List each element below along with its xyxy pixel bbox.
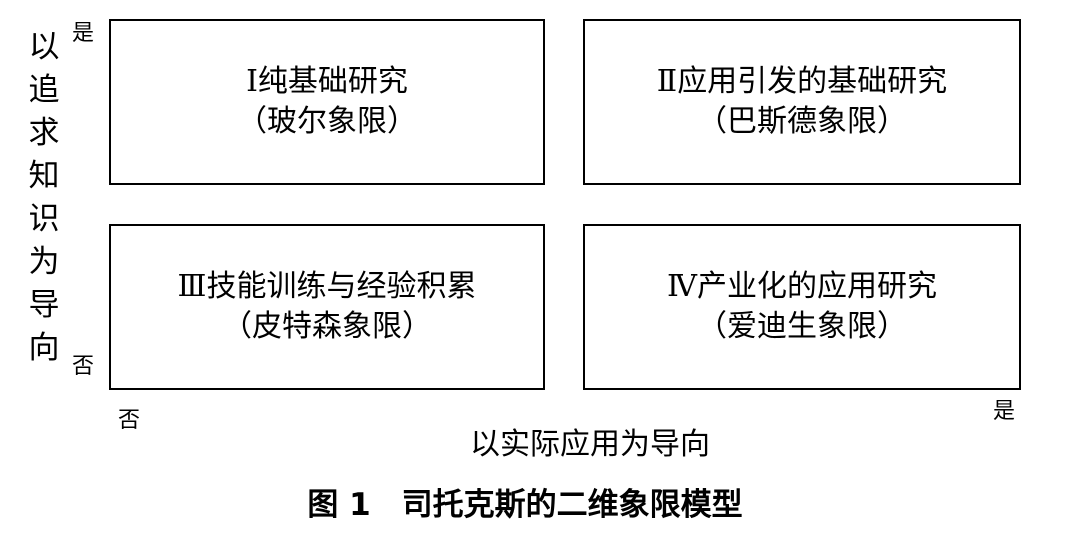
y-axis-top-label: 是 [72,21,95,46]
quadrant-industrial-applied-research: Ⅳ产业化的应用研究 （爱迪生象限） [583,224,1021,390]
figure-caption: 图 1 司托克斯的二维象限模型 [307,487,743,523]
quadrant-subtitle: （皮特森象限） [222,309,432,344]
quadrant-pure-basic-research: Ⅰ纯基础研究 （玻尔象限） [109,19,545,185]
quadrant-subtitle: （爱迪生象限） [697,309,907,344]
quadrant-subtitle: （巴斯德象限） [697,104,907,139]
x-axis-left-label: 否 [118,408,141,433]
quadrant-title: Ⅱ应用引发的基础研究 [656,64,948,99]
quadrant-subtitle: （玻尔象限） [237,104,417,139]
quadrant-use-inspired-basic-research: Ⅱ应用引发的基础研究 （巴斯德象限） [583,19,1021,185]
x-axis-title: 以实际应用为导向 [470,427,710,462]
quadrant-skill-training: Ⅲ技能训练与经验积累 （皮特森象限） [109,224,545,390]
y-axis-bottom-label: 否 [72,354,95,379]
quadrant-title: Ⅰ纯基础研究 [246,64,408,99]
x-axis-right-label: 是 [993,399,1016,424]
y-axis-title: 以追求知识为导向 [28,29,60,366]
quadrant-title: Ⅲ技能训练与经验积累 [177,269,477,304]
quadrant-title: Ⅳ产业化的应用研究 [667,269,937,304]
